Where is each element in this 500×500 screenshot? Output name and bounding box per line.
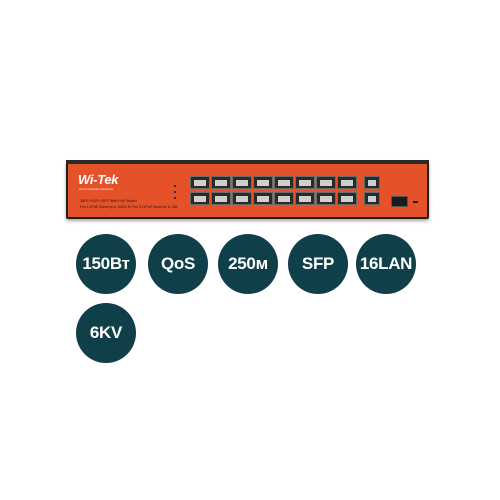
rj45-port-icon (232, 192, 252, 205)
led-icon (174, 185, 176, 187)
feature-badge-qos: QoS (148, 234, 208, 294)
brand-tagline: Communication Solutions (79, 187, 114, 191)
spec-label: Port 1-8 PoE Speed up to 10/100 M; Port … (80, 205, 178, 209)
feature-badge-power: 150Вт (76, 234, 136, 294)
poe-switch-device: Wi-Tek Communication Solutions 16FE+2GE+… (66, 160, 429, 219)
rj45-port-icon (295, 176, 315, 189)
rj45-port-icon (274, 192, 294, 205)
rj45-port-icon (211, 192, 231, 205)
feature-badge-lan: 16LAN (356, 234, 416, 294)
model-label: 16FE+2GE+1SFP Web PoE Switch (80, 199, 137, 203)
rj45-port-icon (253, 192, 273, 205)
rj45-port-icon (232, 176, 252, 189)
rj45-port-icon (337, 176, 357, 189)
feature-badge-surge: 6KV (76, 303, 136, 363)
led-icon (413, 201, 418, 203)
rj45-port-icon (364, 192, 380, 205)
uplink-ports (364, 176, 380, 205)
rj45-port-icon (295, 192, 315, 205)
rj45-port-icon (190, 176, 210, 189)
ethernet-ports (190, 176, 357, 205)
rj45-port-icon (253, 176, 273, 189)
led-icon (174, 197, 176, 199)
rj45-port-icon (316, 176, 336, 189)
rj45-port-icon (211, 176, 231, 189)
brand-logo: Wi-Tek (78, 172, 119, 187)
status-leds (174, 185, 180, 203)
led-icon (174, 191, 176, 193)
rj45-port-icon (316, 192, 336, 205)
rj45-port-icon (337, 192, 357, 205)
feature-badge-distance: 250м (218, 234, 278, 294)
rj45-port-icon (364, 176, 380, 189)
sfp-slot-icon (391, 196, 408, 207)
rj45-port-icon (190, 192, 210, 205)
feature-badge-sfp: SFP (288, 234, 348, 294)
rj45-port-icon (274, 176, 294, 189)
